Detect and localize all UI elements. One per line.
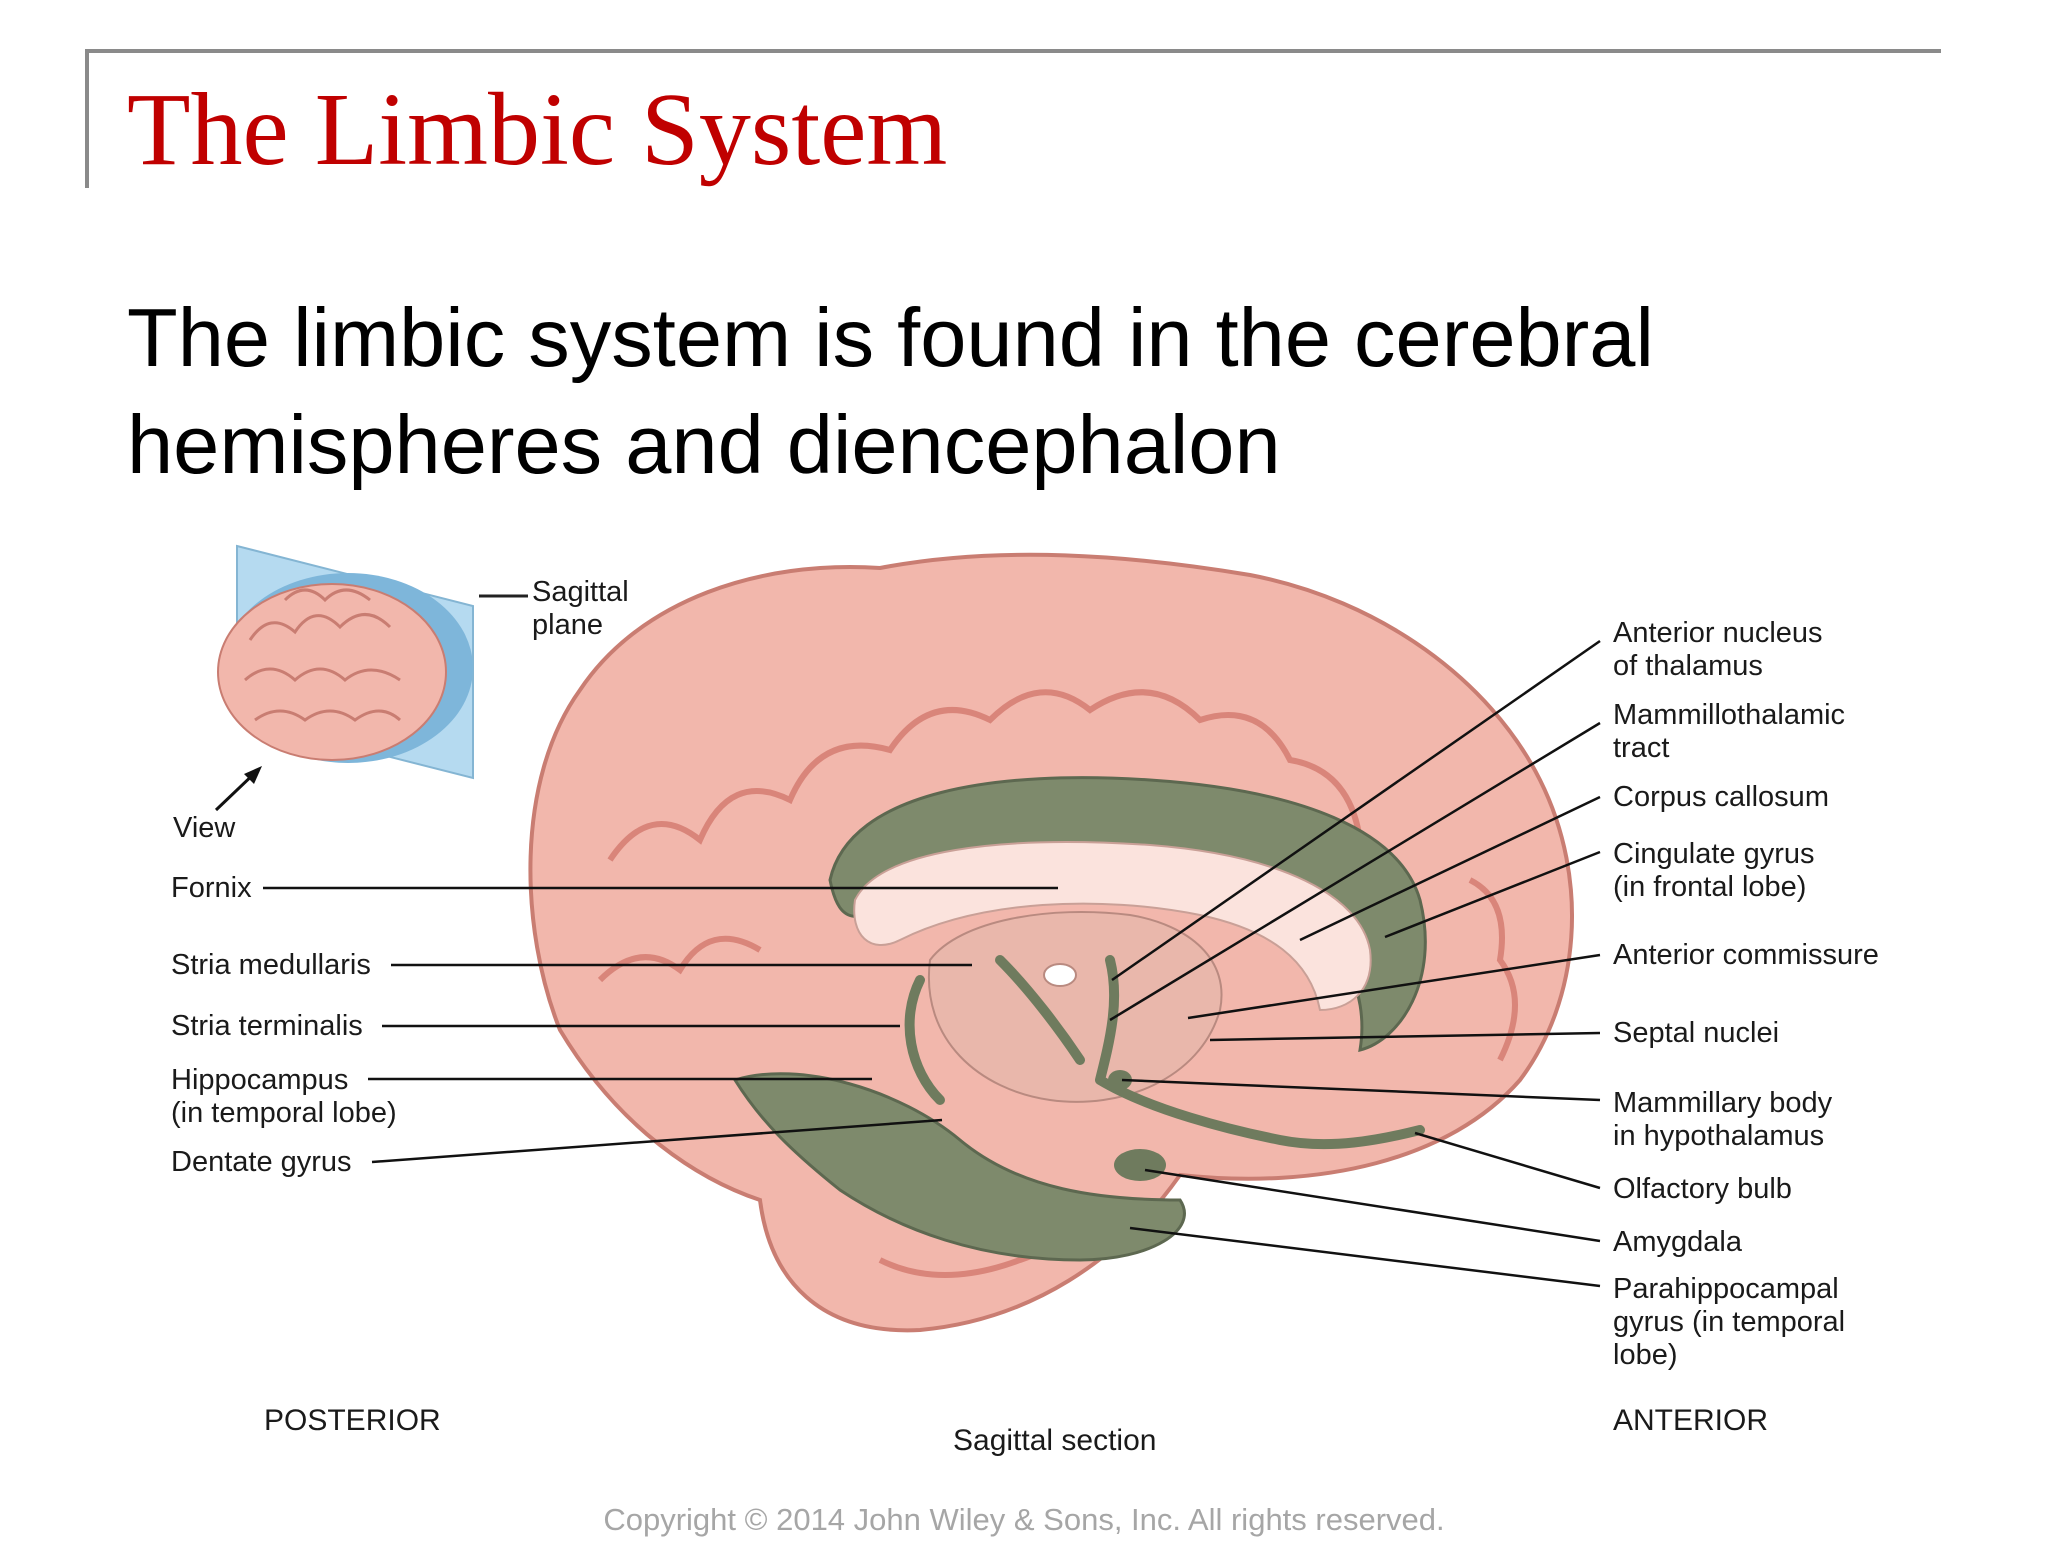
label-hippocampus: Hippocampus (in temporal lobe) [171,1064,397,1130]
cingulate-gyrus-leader [1384,850,1601,939]
corpus-callosum-shape [853,841,1372,1012]
label-view: View [173,812,236,844]
septal-nuclei-leader [1209,1031,1601,1042]
caption-anterior: ANTERIOR [1613,1404,1769,1437]
label-sagittal-plane: Sagittal plane [532,576,629,642]
label-cingulate-line-1: Cingulate gyrus [1613,838,1815,870]
label-hippocampus-line-2: (in temporal lobe) [171,1097,397,1129]
mammillothalamic-tract-leader [1109,721,1601,1022]
interthalamic-adhesion [1043,963,1077,987]
amygdala-leader [1144,1168,1601,1243]
caption-posterior: POSTERIOR [264,1404,441,1437]
inset-brain [214,544,528,812]
cortical-sulci [597,689,1518,1278]
copyright-notice: Copyright © 2014 John Wiley & Sons, Inc.… [603,1502,1445,1537]
body-line-1: The limbic system is found in the cerebr… [127,291,1654,384]
label-parahippocampal-gyrus: Parahippocampal gyrus (in temporal lobe) [1613,1273,1845,1372]
fornix-and-tracts [904,955,1425,1150]
sagittal-section [528,552,1574,1333]
dentate-gyrus-leader [371,1118,943,1164]
amygdala-shape [1114,1149,1166,1181]
label-mammillothalamic-line-1: Mammillothalamic [1613,699,1846,731]
label-mammillary-line-1: Mammillary body [1613,1087,1833,1119]
label-amygdala: Amygdala [1613,1226,1742,1258]
label-cingulate-gyrus: Cingulate gyrus (in frontal lobe) [1613,838,1815,904]
body-line-2: hemispheres and diencephalon [127,398,1281,491]
label-sagittal-plane-line-1: Sagittal [532,576,629,608]
label-cingulate-line-2: (in frontal lobe) [1613,871,1807,903]
label-stria-terminalis: Stria terminalis [171,1010,363,1042]
slide-body-text: The limbic system is found in the cerebr… [127,284,1927,498]
olfactory-bulb-leader [1414,1131,1601,1190]
title-frame-left-rule [85,49,89,188]
label-parahippocampal-line-2: gyrus (in temporal [1613,1306,1846,1338]
label-olfactory-bulb: Olfactory bulb [1613,1173,1792,1205]
label-corpus-callosum: Corpus callosum [1613,781,1829,813]
label-sagittal-plane-line-2: plane [532,609,603,641]
label-anterior-nucleus: Anterior nucleus of thalamus [1613,617,1823,683]
label-anterior-nucleus-line-1: Anterior nucleus [1613,617,1823,649]
leader-lines [263,639,1601,1288]
anterior-commissure-leader [1187,953,1601,1020]
mammillary-body-leader [1121,1078,1601,1102]
label-hippocampus-line-1: Hippocampus [171,1064,349,1096]
label-mammillothalamic-line-2: tract [1613,732,1670,764]
view-arrow-head [244,766,262,784]
parahippocampal-gyrus-leader [1129,1226,1601,1288]
label-fornix: Fornix [171,872,252,904]
mammillary-body-shape [1108,1070,1132,1090]
slide-title: The Limbic System [127,72,948,187]
label-septal-nuclei: Septal nuclei [1613,1017,1780,1049]
parahippocampal-gyrus-shape [732,1072,1186,1262]
anterior-nucleus-leader [1111,639,1601,982]
label-anterior-nucleus-line-2: of thalamus [1613,650,1763,682]
label-stria-medullaris: Stria medullaris [171,949,371,981]
label-mammillary-line-2: in hypothalamus [1613,1120,1825,1152]
inset-gyri [244,588,402,722]
label-parahippocampal-line-1: Parahippocampal [1613,1273,1839,1305]
label-dentate-gyrus: Dentate gyrus [171,1146,352,1178]
caption-sagittal-section: Sagittal section [953,1424,1157,1457]
label-anterior-commissure: Anterior commissure [1613,939,1879,971]
label-mammillary-body: Mammillary body in hypothalamus [1613,1087,1832,1153]
label-parahippocampal-line-3: lobe) [1613,1339,1678,1371]
label-mammillothalamic-tract: Mammillothalamic tract [1613,699,1845,765]
title-frame-top-rule [85,49,1941,53]
corpus-callosum-leader [1299,795,1601,942]
